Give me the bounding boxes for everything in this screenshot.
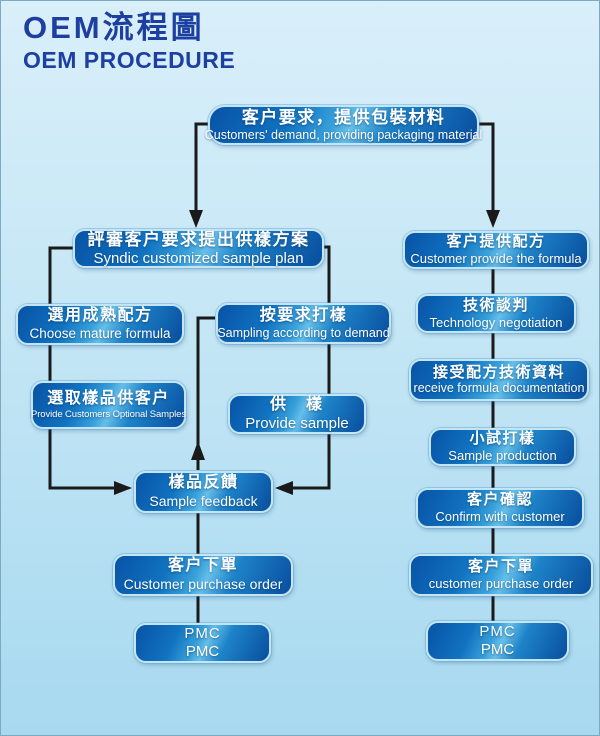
- node-label-en: Sample production: [448, 448, 557, 464]
- node-label-zh: 客户下單: [167, 557, 238, 575]
- node-provide-sample: 供 樣 Provide sample: [228, 394, 366, 434]
- node-label-en: Customer purchase order: [123, 576, 283, 593]
- node-confirm-customer: 客户確認 Confirm with customer: [416, 488, 584, 528]
- node-syndic-plan: 評審客户要求提出供樣方案 Syndic customized sample pl…: [73, 229, 324, 268]
- arrow-right-into-feedback: [114, 481, 132, 495]
- line-left-branch-to-feedback: [48, 246, 114, 490]
- arrow-left-into-feedback: [275, 481, 293, 495]
- node-choose-formula: 選用成熟配方 Choose mature formula: [16, 304, 184, 345]
- arrow-up-feedback-loop: [191, 441, 205, 460]
- node-purchase-order-right: 客户下單 customer purchase order: [409, 554, 593, 596]
- node-purchase-order-left: 客户下單 Customer purchase order: [113, 554, 293, 596]
- node-label-en: PMC: [185, 643, 220, 660]
- node-sample-production: 小試打樣 Sample production: [429, 428, 576, 466]
- node-optional-samples: 選取樣品供客户 Provide Customers Optional Sampl…: [31, 381, 186, 429]
- line-right-branch-to-feedback: [293, 245, 331, 490]
- node-label-en: Technology negotiation: [429, 314, 563, 330]
- node-label-en: PMC: [480, 641, 515, 658]
- node-label-zh: 選用成熟配方: [47, 307, 153, 325]
- node-pmc-right: PMC PMC: [426, 621, 569, 661]
- arrowheads: [114, 210, 500, 495]
- node-receive-formula: 接受配方技術資料 receive formula documentation: [409, 359, 589, 401]
- node-label-en: Sample feedback: [149, 493, 258, 510]
- node-label-zh: 評審客户要求提出供樣方案: [87, 229, 310, 249]
- node-label-zh: 樣品反饋: [168, 474, 239, 492]
- title-english: OEM PROCEDURE: [23, 47, 236, 74]
- arrow-down-into-syndic: [189, 210, 203, 228]
- node-label-en: Provide sample: [245, 414, 349, 432]
- node-provide-formula: 客户提供配方 Customer provide the formula: [403, 231, 589, 269]
- node-sampling-demand: 按要求打樣 Sampling according to demand: [216, 303, 391, 344]
- node-label-zh: 客户下單: [467, 558, 534, 576]
- node-customer-demand: 客户要求，提供包裝材料 Customers' demand, providing…: [205, 105, 482, 145]
- node-label-en: Choose mature formula: [29, 325, 171, 341]
- page-title: OEM流程圖 OEM PROCEDURE: [23, 9, 235, 74]
- node-label-zh: 供 樣: [269, 395, 324, 413]
- node-label-zh: 技術談判: [462, 296, 529, 314]
- node-label-zh: 選取樣品供客户: [47, 389, 170, 407]
- node-pmc-left: PMC PMC: [134, 623, 271, 663]
- node-label-en: customer purchase order: [428, 576, 574, 592]
- node-label-zh: PMC: [184, 625, 221, 643]
- node-label-en: receive formula documentation: [413, 381, 585, 396]
- node-label-zh: 客户要求，提供包裝材料: [241, 107, 446, 127]
- node-label-en: Provide Customers Optional Samples: [31, 408, 187, 420]
- node-label-en: Customers' demand, providing packaging m…: [204, 127, 483, 142]
- line-top-to-formula: [477, 122, 495, 212]
- arrow-down-into-formula: [486, 210, 500, 228]
- node-label-zh: 小試打樣: [469, 430, 536, 448]
- line-feedback-loop-to-sampling: [196, 316, 215, 470]
- node-label-zh: 按要求打樣: [259, 306, 348, 324]
- node-label-en: Sampling according to demand: [217, 325, 390, 340]
- node-sample-feedback: 樣品反饋 Sample feedback: [134, 471, 273, 513]
- node-label-zh: PMC: [479, 623, 516, 641]
- node-label-zh: 客户確認: [466, 491, 533, 509]
- node-label-en: Confirm with customer: [435, 509, 565, 525]
- line-top-to-syndic: [194, 122, 210, 212]
- node-tech-negotiation: 技術談判 Technology negotiation: [416, 294, 576, 333]
- title-chinese: OEM流程圖: [23, 10, 205, 45]
- node-label-en: Customer provide the formula: [410, 251, 582, 267]
- node-label-zh: 客户提供配方: [446, 233, 546, 251]
- node-label-en: Syndic customized sample plan: [93, 249, 304, 267]
- node-label-zh: 接受配方技術資料: [432, 363, 565, 381]
- connector-lines: [48, 122, 495, 624]
